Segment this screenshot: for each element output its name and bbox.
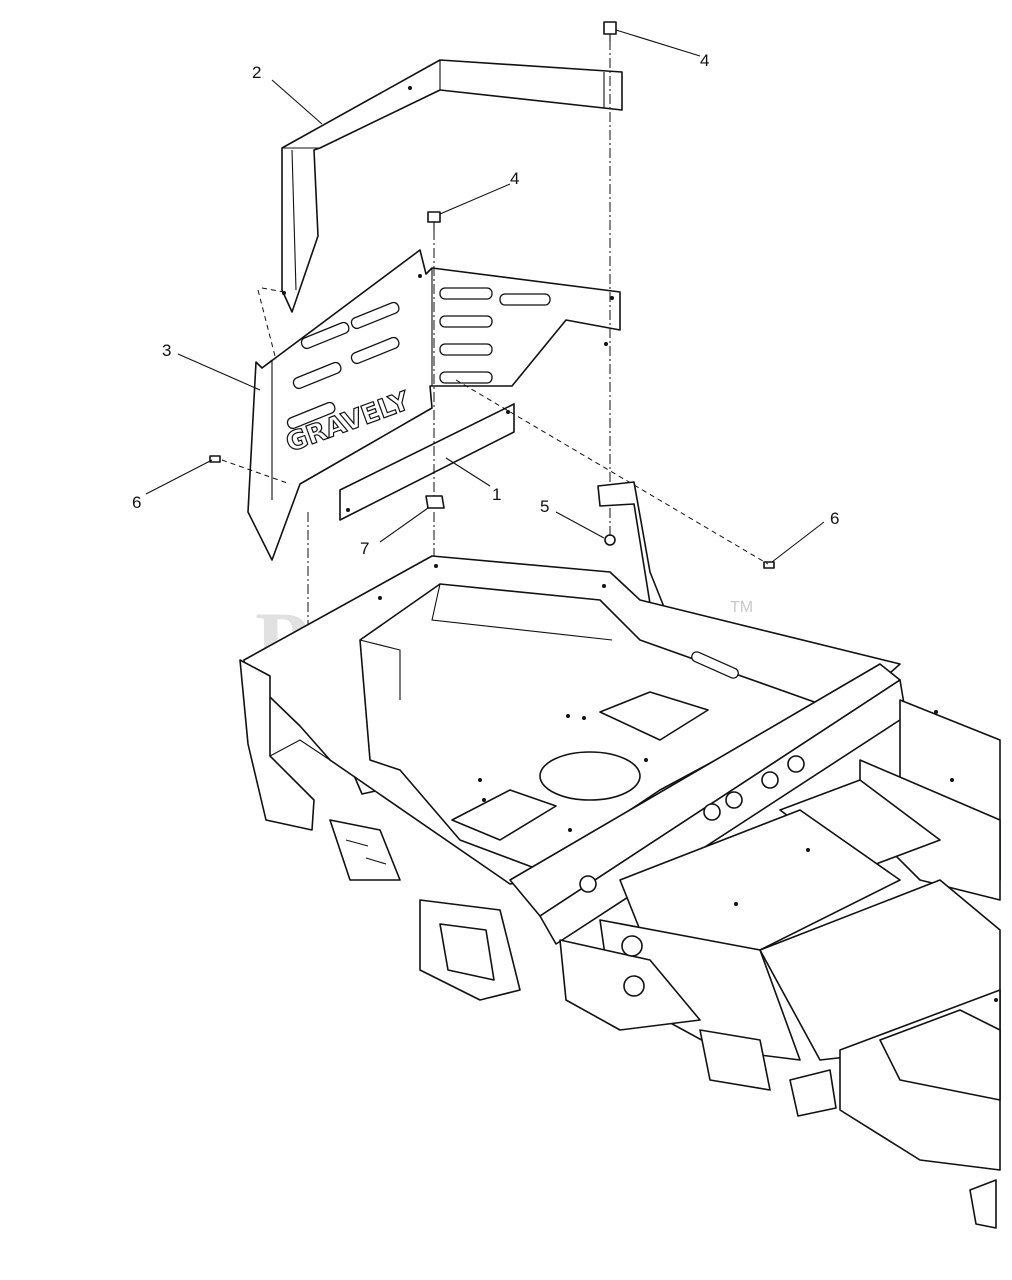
- part-2-top-cover: [281, 59, 623, 313]
- callout-6-right: 6: [830, 509, 839, 528]
- callout-5: 5: [540, 497, 549, 516]
- callouts: 2 4 4 3 1 6 5 6 7: [132, 51, 839, 558]
- callout-4-middle: 4: [510, 169, 519, 188]
- callout-6-left: 6: [132, 493, 141, 512]
- chassis-frame: [239, 555, 1001, 1229]
- plate-slots: [286, 287, 551, 430]
- callout-1: 1: [492, 485, 501, 504]
- leader-lines: [145, 29, 825, 563]
- callout-7: 7: [360, 539, 369, 558]
- part-1-cross-plate: [339, 403, 515, 521]
- callout-3: 3: [162, 341, 171, 360]
- callout-4-top: 4: [700, 51, 709, 70]
- watermark-trademark: TM: [730, 599, 753, 616]
- callout-2: 2: [252, 63, 261, 82]
